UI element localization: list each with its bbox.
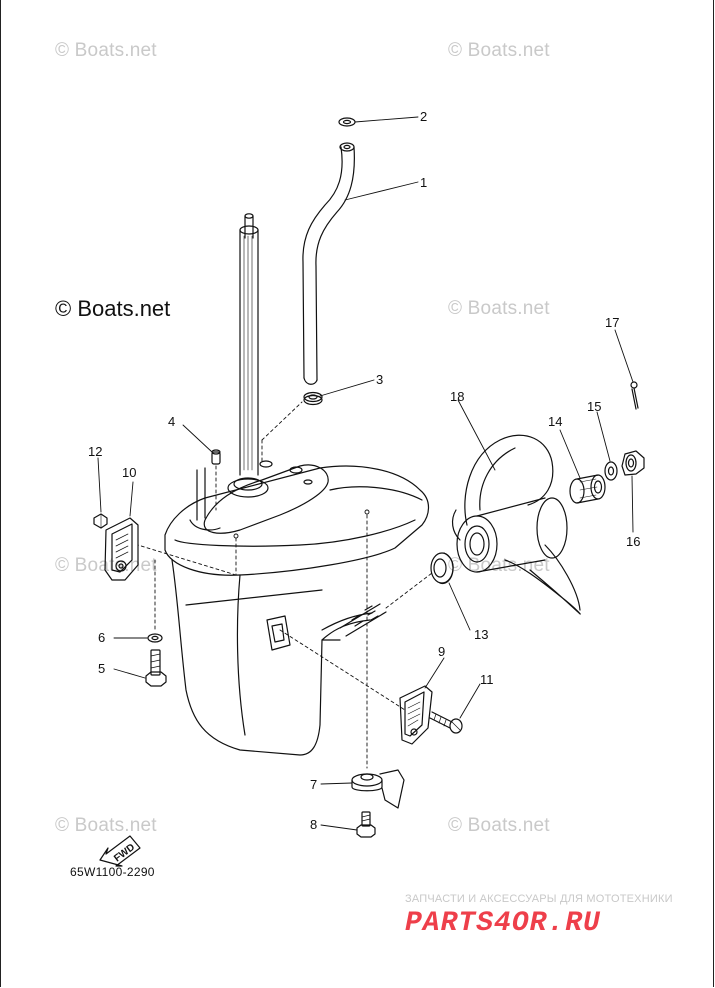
- callout-4: 4: [168, 414, 176, 429]
- watermark: © Boats.net: [448, 298, 550, 319]
- part-7-anode: [351, 769, 405, 809]
- callout-9: 9: [438, 644, 446, 659]
- watermark: © Boats.net: [55, 40, 157, 61]
- callout-1: 1: [420, 175, 428, 190]
- part-1-water-tube: [302, 142, 355, 385]
- part-6-washer: [147, 633, 163, 643]
- part-12-bolt: [93, 513, 108, 529]
- part-17-cotter-pin: [630, 381, 639, 410]
- part-16-nut: [621, 450, 645, 476]
- callout-18: 18: [450, 389, 465, 404]
- shop-logo[interactable]: PARTS4OR.RU: [405, 908, 601, 939]
- callout-17: 17: [605, 315, 620, 330]
- part-11-bolt: [429, 711, 463, 734]
- part-14-spacer: [569, 474, 606, 504]
- watermark: © Boats.net: [448, 555, 550, 576]
- part-8-bolt: [356, 811, 376, 838]
- callout-11: 11: [480, 672, 494, 687]
- watermark: © Boats.net: [448, 40, 550, 61]
- callout-16: 16: [626, 534, 641, 549]
- callout-6: 6: [98, 630, 106, 645]
- callout-12: 12: [88, 444, 103, 459]
- part-18-propeller: [451, 434, 581, 615]
- callout-15: 15: [587, 399, 602, 414]
- callout-10: 10: [122, 465, 137, 480]
- part-4-dowel-pin: [211, 449, 221, 465]
- part-3-grommet: [303, 391, 323, 406]
- callout-8: 8: [310, 817, 318, 832]
- part-10-anode: [104, 517, 139, 581]
- callout-2: 2: [420, 109, 428, 124]
- watermark: © Boats.net: [55, 815, 157, 836]
- part-5-bolt: [145, 649, 167, 687]
- part-15-washer: [604, 461, 618, 481]
- copyright-watermark: © Boats.net: [55, 296, 171, 321]
- part-9-trim-tab: [399, 685, 433, 745]
- shop-tagline: ЗАПЧАСТИ И АКСЕССУАРЫ ДЛЯ МОТОТЕХНИКИ: [405, 893, 673, 905]
- callout-14: 14: [548, 414, 563, 429]
- callout-3: 3: [376, 372, 384, 387]
- part-2-grommet: [338, 117, 356, 127]
- callout-5: 5: [98, 661, 106, 676]
- fwd-arrow-icon: FWD: [99, 835, 141, 867]
- leader-lines: [97, 116, 634, 831]
- part-13-thrust-washer: [430, 552, 454, 585]
- lower-casing: [164, 460, 430, 756]
- callout-13: 13: [474, 627, 489, 642]
- callout-7: 7: [310, 777, 318, 792]
- drive-shaft: [239, 213, 259, 476]
- watermark: © Boats.net: [448, 815, 550, 836]
- diagram-code: 65W1100-2290: [70, 865, 155, 879]
